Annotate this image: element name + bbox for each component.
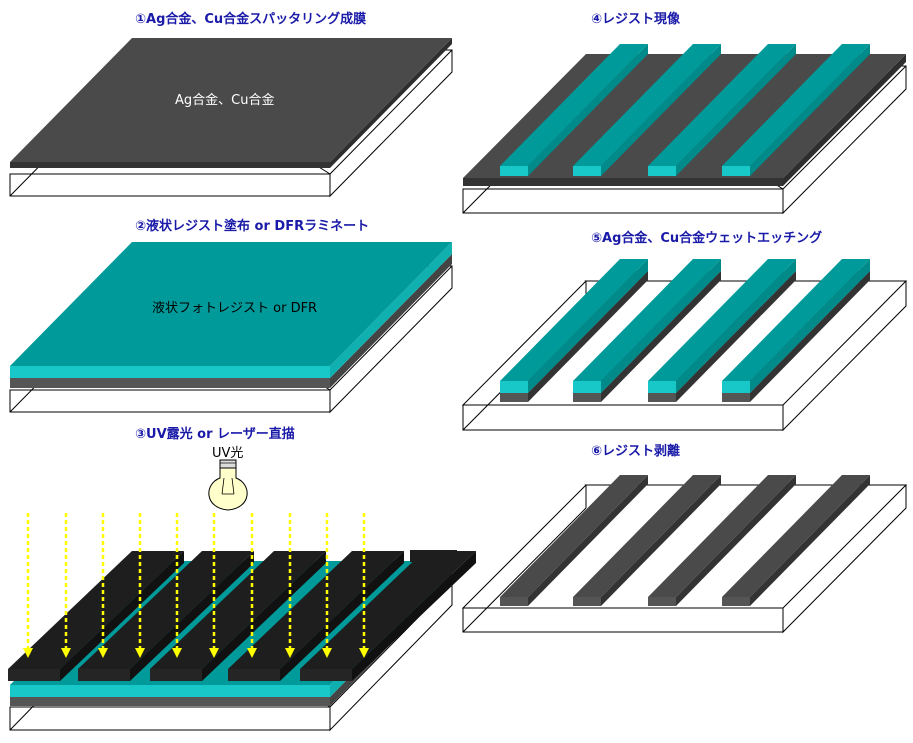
etched-strip-4 <box>722 259 870 402</box>
step1-layer-label: Ag合金、Cu合金 <box>175 92 274 108</box>
step2-metal-film <box>10 254 452 388</box>
step4-resist-pattern <box>500 44 870 176</box>
uv-arrow-2 <box>61 513 71 658</box>
step2-figure: 液状フォトレジスト or DFR <box>9 242 453 414</box>
etched-strip-1 <box>500 259 648 402</box>
metal-strip-2 <box>573 475 721 606</box>
mask-bar-3 <box>150 551 326 681</box>
step3-photomask <box>8 550 476 681</box>
uv-lamp-label: UV光 <box>212 446 243 461</box>
step2-resist-layer <box>10 242 452 378</box>
mask-bar-4 <box>228 551 404 681</box>
resist-part <box>722 259 870 393</box>
uv-arrow-3 <box>98 513 108 658</box>
step6-metal-pattern <box>500 475 870 606</box>
step6-figure <box>461 475 908 634</box>
step5-etched-pattern <box>500 259 870 402</box>
mask-bar-1 <box>8 551 184 681</box>
mask-bar-5 <box>300 551 476 681</box>
step5-title: ⑤Ag合金、Cu合金ウェットエッチング <box>591 230 822 246</box>
step2-title: ②液状レジスト塗布 or DFRラミネート <box>135 218 369 234</box>
resist-strip-3 <box>648 44 796 176</box>
resist-part <box>648 259 796 393</box>
step5-figure <box>461 259 908 432</box>
uv-arrow-10 <box>359 513 369 658</box>
mask-edge <box>410 550 457 562</box>
etched-strip-3 <box>648 259 796 402</box>
step3-figure: UV光 <box>8 446 476 732</box>
uv-lamp-icon <box>208 459 248 511</box>
step3-uv-light <box>23 513 369 658</box>
metal-strip-3 <box>648 475 796 606</box>
metal-strip-4 <box>722 475 870 606</box>
resist-strip-1 <box>500 44 648 176</box>
uv-arrow-6 <box>209 513 219 658</box>
uv-arrow-5 <box>172 513 182 658</box>
step4-figure <box>462 44 907 215</box>
step1-metal-film <box>10 38 452 168</box>
resist-strip-2 <box>573 44 721 176</box>
resist-strip-4 <box>722 44 870 176</box>
metal-strip-1 <box>500 475 648 606</box>
uv-arrow-1 <box>23 513 33 658</box>
uv-arrow-4 <box>135 513 145 658</box>
step6-title: ⑥レジスト剥離 <box>591 443 680 459</box>
step1-title: ①Ag合金、Cu合金スパッタリング成膜 <box>135 11 366 27</box>
step2-layer-label: 液状フォトレジスト or DFR <box>152 301 317 316</box>
resist-part <box>500 259 648 393</box>
resist-part <box>573 259 721 393</box>
uv-arrow-7 <box>247 513 257 658</box>
mask-bar-2 <box>78 551 254 681</box>
step3-title: ③UV露光 or レーザー直描 <box>135 426 295 442</box>
step4-title: ④レジスト現像 <box>591 11 681 27</box>
step1-figure: Ag合金、Cu合金 <box>9 38 453 198</box>
uv-arrow-8 <box>285 513 295 658</box>
uv-arrow-9 <box>322 513 332 658</box>
etched-strip-2 <box>573 259 721 402</box>
step4-metal-film <box>463 54 906 186</box>
